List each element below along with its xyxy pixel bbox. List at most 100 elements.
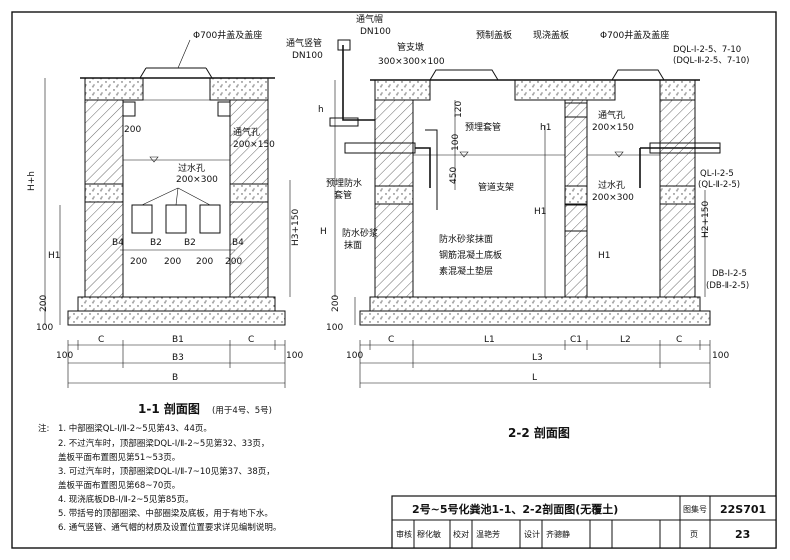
s22-dim-200: 200 — [331, 295, 341, 312]
s11-dim-200-top: 200 — [124, 125, 141, 135]
cushion — [67, 310, 286, 326]
page-number: 23 — [735, 528, 750, 541]
s11-title: 1-1 剖面图 — [138, 401, 200, 416]
note-item: 3. 可过汽车时，顶部圈梁DQL-Ⅰ/Ⅱ-7~10见第37、38页， — [58, 466, 275, 477]
s22-pipe-support: 管道支架 — [478, 181, 514, 193]
s22-plaster-1: 防水砂浆抹面 — [439, 233, 493, 245]
s22-cushion: 素混凝土垫层 — [439, 265, 493, 277]
s11-b: B — [172, 373, 178, 383]
s22-dim-H1b: H1 — [598, 251, 611, 261]
s22-manhole-cover: Φ700井盖及盖座 — [600, 29, 669, 41]
checker-name: 温艳芳 — [476, 529, 500, 539]
s11-base-100: 100 — [36, 323, 53, 333]
page-label: 页 — [690, 530, 698, 539]
s11-hh: H+h — [27, 171, 37, 191]
s11-spacing-3: 200 — [196, 257, 213, 267]
s22-dim-100: 100 — [451, 134, 461, 151]
s22-cast-cover: 现浇盖板 — [533, 29, 569, 41]
s22-plaster-3: 抹面 — [344, 239, 362, 251]
s22-overflow-size: 200×300 — [592, 193, 634, 203]
ring-beam-right — [229, 183, 269, 203]
reviewer-name: 穆化敏 — [417, 529, 441, 539]
s11-bottom-100-left: 100 — [56, 351, 73, 361]
s22-dim-100b: 100 — [326, 323, 343, 333]
note-item: 1. 中部圈梁QL-Ⅰ/Ⅱ-2~5见第43、44页。 — [58, 423, 212, 434]
s22-base-slab-1: DB-Ⅰ-2-5 — [712, 269, 747, 279]
s22-cover-left — [374, 79, 431, 101]
s11-b2-dup: B2 — [184, 238, 196, 248]
s22-overflow-hole: 过水孔 — [598, 179, 625, 191]
s22-bottom-c1: C1 — [570, 335, 582, 345]
s22-dim-120: 120 — [454, 101, 464, 118]
s11-bottom-b1: B1 — [172, 335, 184, 345]
s22-beam-2: (DQL-Ⅱ-2-5、7-10) — [673, 56, 749, 66]
s11-b3: B3 — [172, 353, 184, 363]
s22-bottom-c-right: C — [676, 335, 682, 345]
s22-bottom-l1: L1 — [484, 335, 495, 345]
base-slab — [77, 296, 276, 312]
s22-slab: 钢筋混凝土底板 — [439, 249, 502, 261]
title-block — [391, 495, 777, 549]
s11-bottom-c-left: C — [98, 335, 104, 345]
s22-bottom-c-left: C — [388, 335, 394, 345]
s22-cover-mid — [514, 79, 616, 101]
s11-vent-hole-label: 通气孔 — [233, 126, 260, 138]
ring-beam-left — [84, 183, 124, 203]
s22-vent-hole: 通气孔 — [598, 109, 625, 121]
cover-slab-right — [209, 77, 269, 101]
check-label: 校对 — [453, 529, 469, 539]
s11-manhole-label: Φ700井盖及盖座 — [193, 29, 262, 41]
s11-subtitle: (用于4号、5号) — [212, 406, 272, 416]
s11-vent-hole-size: 200×150 — [233, 140, 275, 150]
s22-title: 2-2 剖面图 — [508, 425, 570, 440]
s22-ring-beam-1: QL-Ⅰ-2-5 — [700, 169, 734, 179]
s11-h3-150: H3+150 — [291, 209, 301, 246]
s11-overflow-label: 过水孔 — [178, 162, 205, 174]
s22-base-slab-2: (DB-Ⅱ-2-5) — [706, 281, 749, 291]
s22-dim-h1: h1 — [540, 123, 551, 133]
s22-preburied-sleeve: 预埋套管 — [465, 121, 501, 133]
s22-dim-H1: H1 — [534, 207, 547, 217]
s22-vent-cap-dn: DN100 — [360, 27, 391, 37]
atlas-label: 图集号 — [683, 504, 707, 514]
note-item: 盖板平面布置图见第68~70页。 — [58, 480, 180, 491]
atlas-number: 22S701 — [720, 503, 766, 516]
s11-overflow-size: 200×300 — [176, 175, 218, 185]
s22-dim-450: 450 — [449, 167, 459, 184]
s22-waterproof-2: 套管 — [334, 189, 352, 201]
note-item: 6. 通气竖管、通气帽的材质及设置位置要求详见编制说明。 — [58, 522, 281, 533]
s22-bottom-100-right: 100 — [712, 351, 729, 361]
s22-vent-pipe-dn: DN100 — [292, 51, 323, 61]
design-label: 设计 — [524, 529, 540, 539]
s22-vent-hole-size: 200×150 — [592, 123, 634, 133]
s11-b2: B2 — [150, 238, 162, 248]
note-item: 4. 现浇底板DB-Ⅰ/Ⅱ-2~5见第85页。 — [58, 494, 194, 505]
cover-slab-left — [84, 77, 144, 101]
s22-l: L — [532, 373, 537, 383]
note-item: 盖板平面布置图见第51~53页。 — [58, 452, 180, 463]
s22-vent-pipe: 通气竖管 — [286, 37, 322, 49]
note-item: 2. 不过汽车时，顶部圈梁DQL-Ⅰ/Ⅱ-2~5见第32、33页， — [58, 438, 269, 449]
s22-vent-cap: 通气帽 — [356, 13, 383, 25]
section-2-2 — [329, 39, 721, 388]
s22-cover-right — [659, 79, 696, 101]
s22-bottom-l2: L2 — [620, 335, 631, 345]
s22-dim-H: H — [320, 227, 327, 237]
s22-l3: L3 — [532, 353, 543, 363]
designer-name: 齐骢静 — [546, 529, 570, 539]
s22-base-slab — [369, 296, 701, 312]
s22-dim-h: h — [318, 105, 324, 115]
notes-heading: 注: — [38, 423, 49, 434]
s11-base-200: 200 — [39, 295, 49, 312]
s22-plaster-2: 防水砂浆 — [342, 227, 378, 239]
s22-pipe-pier: 管支墩 — [397, 41, 424, 53]
section-1-1 — [44, 67, 291, 388]
note-item: 5. 带括号的顶部圈梁、中部圈梁及底板，用于有地下水。 — [58, 508, 273, 519]
s22-waterproof-1: 预埋防水 — [326, 177, 362, 189]
s11-spacing-2: 200 — [164, 257, 181, 267]
drawing-title: 2号~5号化粪池1-1、2-2剖面图(无覆土) — [412, 502, 618, 516]
s11-h1: H1 — [48, 251, 61, 261]
s11-bottom-c-right: C — [248, 335, 254, 345]
s22-beam-1: DQL-Ⅰ-2-5、7-10 — [673, 45, 741, 55]
